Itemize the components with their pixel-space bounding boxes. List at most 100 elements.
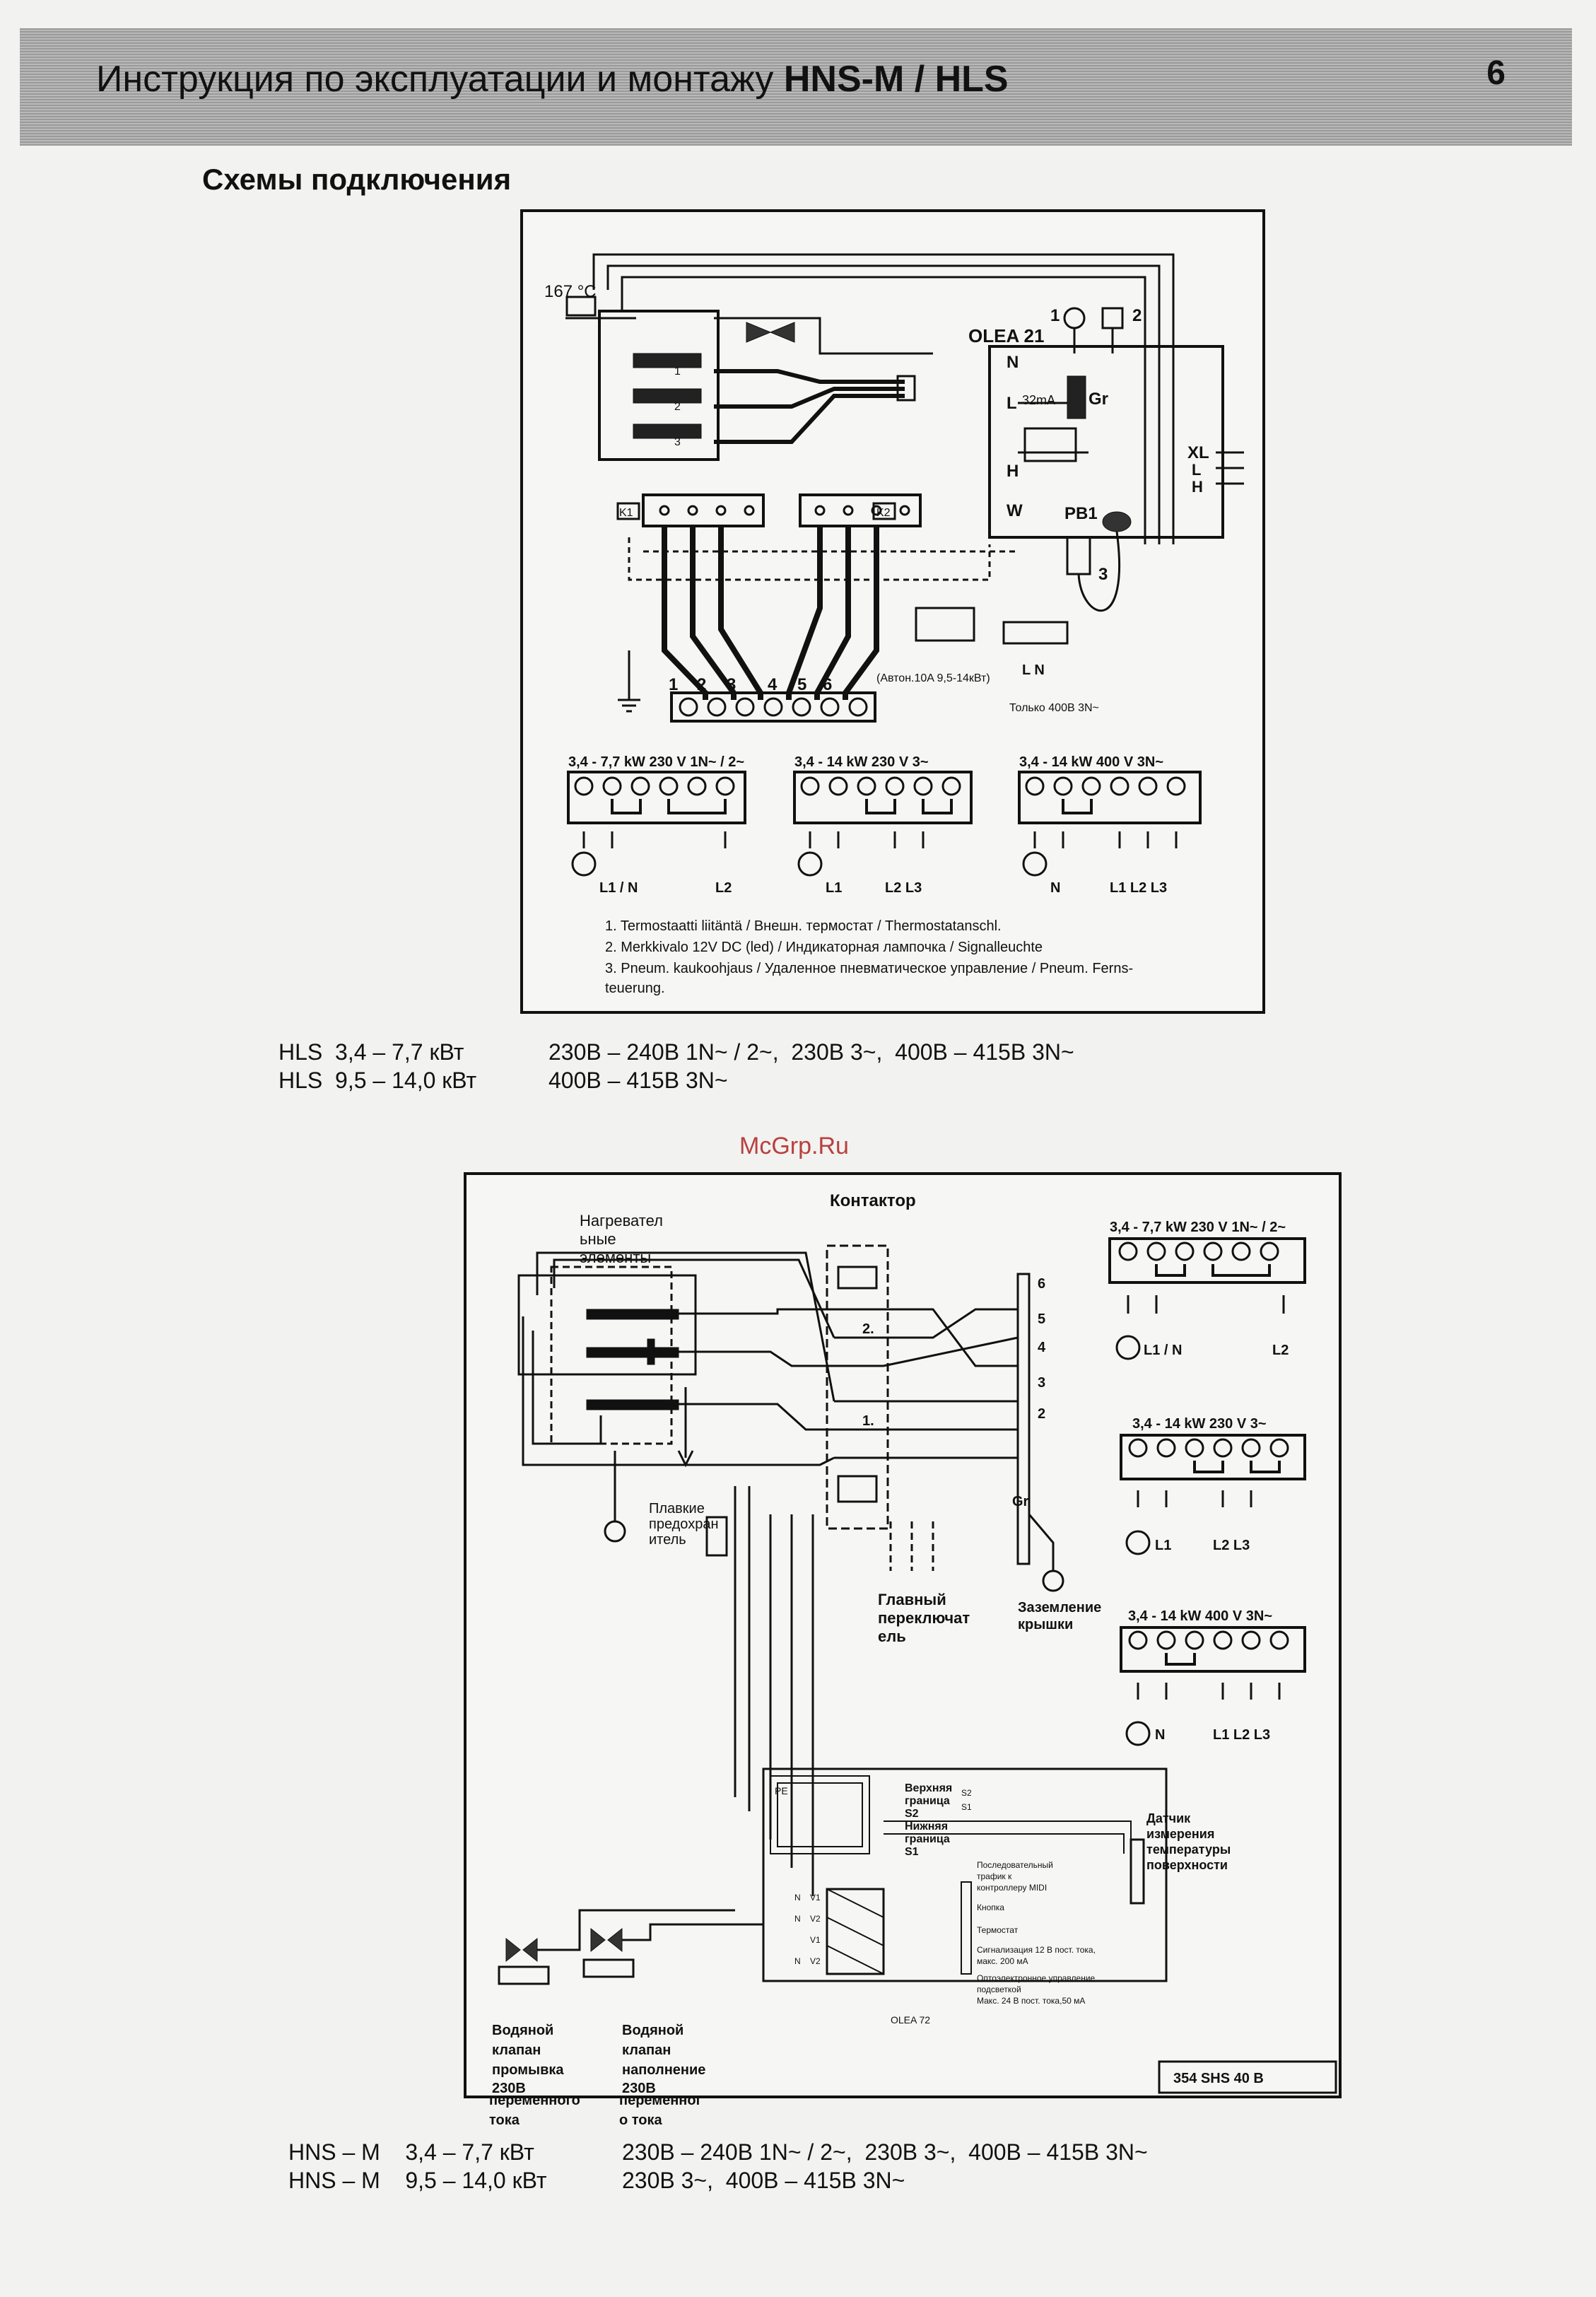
d2-block2-lines: L1 <box>1155 1538 1171 1553</box>
d2-block2-terminals <box>1120 1434 1306 1555</box>
connector <box>896 375 916 402</box>
heaters-label-3: элементы <box>580 1249 651 1266</box>
valve-2-icon <box>590 1927 623 1953</box>
d2-block1-title: 3,4 - 7,7 kW 230 V 1N~ / 2~ <box>1110 1220 1286 1235</box>
small-label-1: Последовательный <box>977 1860 1053 1870</box>
olea72-label: OLEA 72 <box>891 2014 930 2026</box>
level-switch <box>777 1782 863 1847</box>
valve2-label-2: клапан <box>622 2042 671 2058</box>
fuse-label-3: итель <box>649 1532 686 1548</box>
valve1-label-5: переменного <box>489 2093 580 2108</box>
level-label-2: граница <box>905 1795 950 1807</box>
lid-ground-label-1: Заземление <box>1018 1600 1101 1615</box>
heater-element-1 <box>633 353 702 368</box>
d2-terminal-5: 5 <box>1038 1311 1045 1327</box>
small-label-4: Кнопка <box>977 1903 1004 1912</box>
w-label: W <box>1007 501 1023 520</box>
block1-terminals <box>567 771 746 877</box>
sensor-label-3: температуры <box>1146 1842 1231 1857</box>
thermostat-167 <box>565 296 597 317</box>
s2-pin: S2 <box>961 1788 972 1798</box>
k2-label: K2 <box>876 507 891 519</box>
lnm-terminal <box>1002 621 1069 645</box>
d2-terminal-6: 6 <box>1038 1276 1045 1292</box>
note-1: 1. Termostaatti liitäntä / Внешн. термос… <box>605 918 1002 934</box>
small-label-9: подсветкой <box>977 1985 1021 1994</box>
point-2-icon <box>1101 307 1124 329</box>
section-title: Схемы подключения <box>202 163 512 196</box>
s1-pin: S1 <box>961 1802 972 1812</box>
caption1-line1-voltage: 230В – 240В 1N~ / 2~, 230В 3~, 400В – 41… <box>548 1039 1074 1065</box>
main-switch-label-3: ель <box>878 1627 906 1645</box>
transformer-core <box>1067 375 1086 419</box>
sensor-label-2: измерения <box>1146 1827 1214 1841</box>
valve-pin-5: V1 <box>810 1935 821 1945</box>
fuse-holder <box>705 1516 728 1557</box>
block2-terminals <box>793 771 973 877</box>
k2-label-box <box>872 502 896 520</box>
pneumatic-button <box>1102 511 1132 532</box>
sensor-label-4: поверхности <box>1146 1858 1228 1872</box>
valve2-label-5: переменног <box>619 2093 702 2108</box>
block3-lines: N <box>1050 880 1060 896</box>
k1-label: K1 <box>619 507 633 519</box>
page-header: Инструкция по эксплуатации и монтажу HNS… <box>20 28 1572 146</box>
small-label-5: Термостат <box>977 1925 1019 1935</box>
caption2-line1-voltage: 230В – 240В 1N~ / 2~, 230В 3~, 400В – 41… <box>622 2139 1148 2165</box>
d2-block1-lines: L1 / N <box>1144 1343 1182 1358</box>
stamp-box <box>1158 2060 1337 2094</box>
small-label-2: трафик к <box>977 1871 1012 1881</box>
fuse-label: 32mA <box>1022 393 1055 407</box>
olea72-controller <box>762 1767 1168 1982</box>
wiring-diagram-hls: 167 °C OLEA 21 1 2 3 N L 32mA Gr XL L H … <box>520 209 1265 1014</box>
pb1-label: PB1 <box>1064 504 1098 523</box>
circuit-breaker-label: (Автон.10A 9,5-14кВт) <box>876 672 990 684</box>
heaters-label-1: Нагревател <box>580 1212 663 1229</box>
level-label-1: Верхняя <box>905 1782 952 1794</box>
heaters-label-2: ьные <box>580 1230 616 1248</box>
d2-block3-lines: N <box>1155 1727 1165 1743</box>
d2-block2-extra: L2 L3 <box>1213 1538 1250 1553</box>
heater-bar-2 <box>586 1347 679 1358</box>
valve-pin-2: V1 <box>810 1893 821 1903</box>
xl-label: XL <box>1187 443 1209 462</box>
d2-terminal-2: 2 <box>1038 1406 1045 1422</box>
l-n-label: L N <box>1022 662 1045 678</box>
xl-l-label: L <box>1192 461 1201 479</box>
heater-bar-1 <box>586 1309 679 1320</box>
gr-label: Gr <box>1089 390 1108 409</box>
terminal-1: 1 <box>669 675 678 694</box>
valve-pin-4: V2 <box>810 1914 821 1924</box>
terminal-n: N <box>1007 353 1019 372</box>
k1-label-box <box>616 502 640 520</box>
temp-label: 167 °C <box>544 282 597 301</box>
block1-extra: L2 <box>715 880 732 896</box>
contactor-label: Контактор <box>830 1191 916 1210</box>
connector-strip <box>961 1881 972 1975</box>
caption1-line2: HLS 9,5 – 14,0 кВт <box>278 1068 477 1093</box>
small-label-10: Макс. 24 В пост. тока,50 мА <box>977 1996 1085 2006</box>
caption2-line1: HNS – M 3,4 – 7,7 кВт <box>288 2139 534 2165</box>
note-3-cont: teuerung. <box>605 981 665 996</box>
terminal-4: 4 <box>768 675 778 694</box>
main-switch <box>889 1521 934 1571</box>
d2-block3-extra: L1 L2 L3 <box>1213 1727 1270 1743</box>
point-2-label: 2 <box>1132 306 1142 325</box>
valve-pin-1: N <box>794 1893 801 1903</box>
wiring-diagram-hns-m: Нагревател ьные элементы Контактор 2. 1.… <box>464 1172 1342 2098</box>
valve-pin-7: V2 <box>810 1956 821 1966</box>
valve-pin-6: N <box>794 1956 801 1966</box>
heater-label-3: 3 <box>674 436 681 448</box>
terminal-l: L <box>1007 394 1017 413</box>
stamp-label: 354 SHS 40 B <box>1173 2071 1264 2086</box>
ground-1-icon <box>604 1520 626 1543</box>
small-label-3: контроллеру MIDI <box>977 1883 1047 1893</box>
main-switch-label-1: Главный <box>878 1591 946 1608</box>
small-label-8: Оптоэлектронное управление <box>977 1973 1096 1983</box>
d2-block1-terminals <box>1108 1237 1306 1360</box>
block2-extra: L2 L3 <box>885 880 922 896</box>
d2-block3-terminals <box>1120 1626 1306 1746</box>
point-1-icon <box>1063 307 1086 329</box>
valve1-label-4: 230В <box>492 2081 526 2096</box>
caption2-line2: HNS – M 9,5 – 14,0 кВт <box>288 2168 547 2193</box>
